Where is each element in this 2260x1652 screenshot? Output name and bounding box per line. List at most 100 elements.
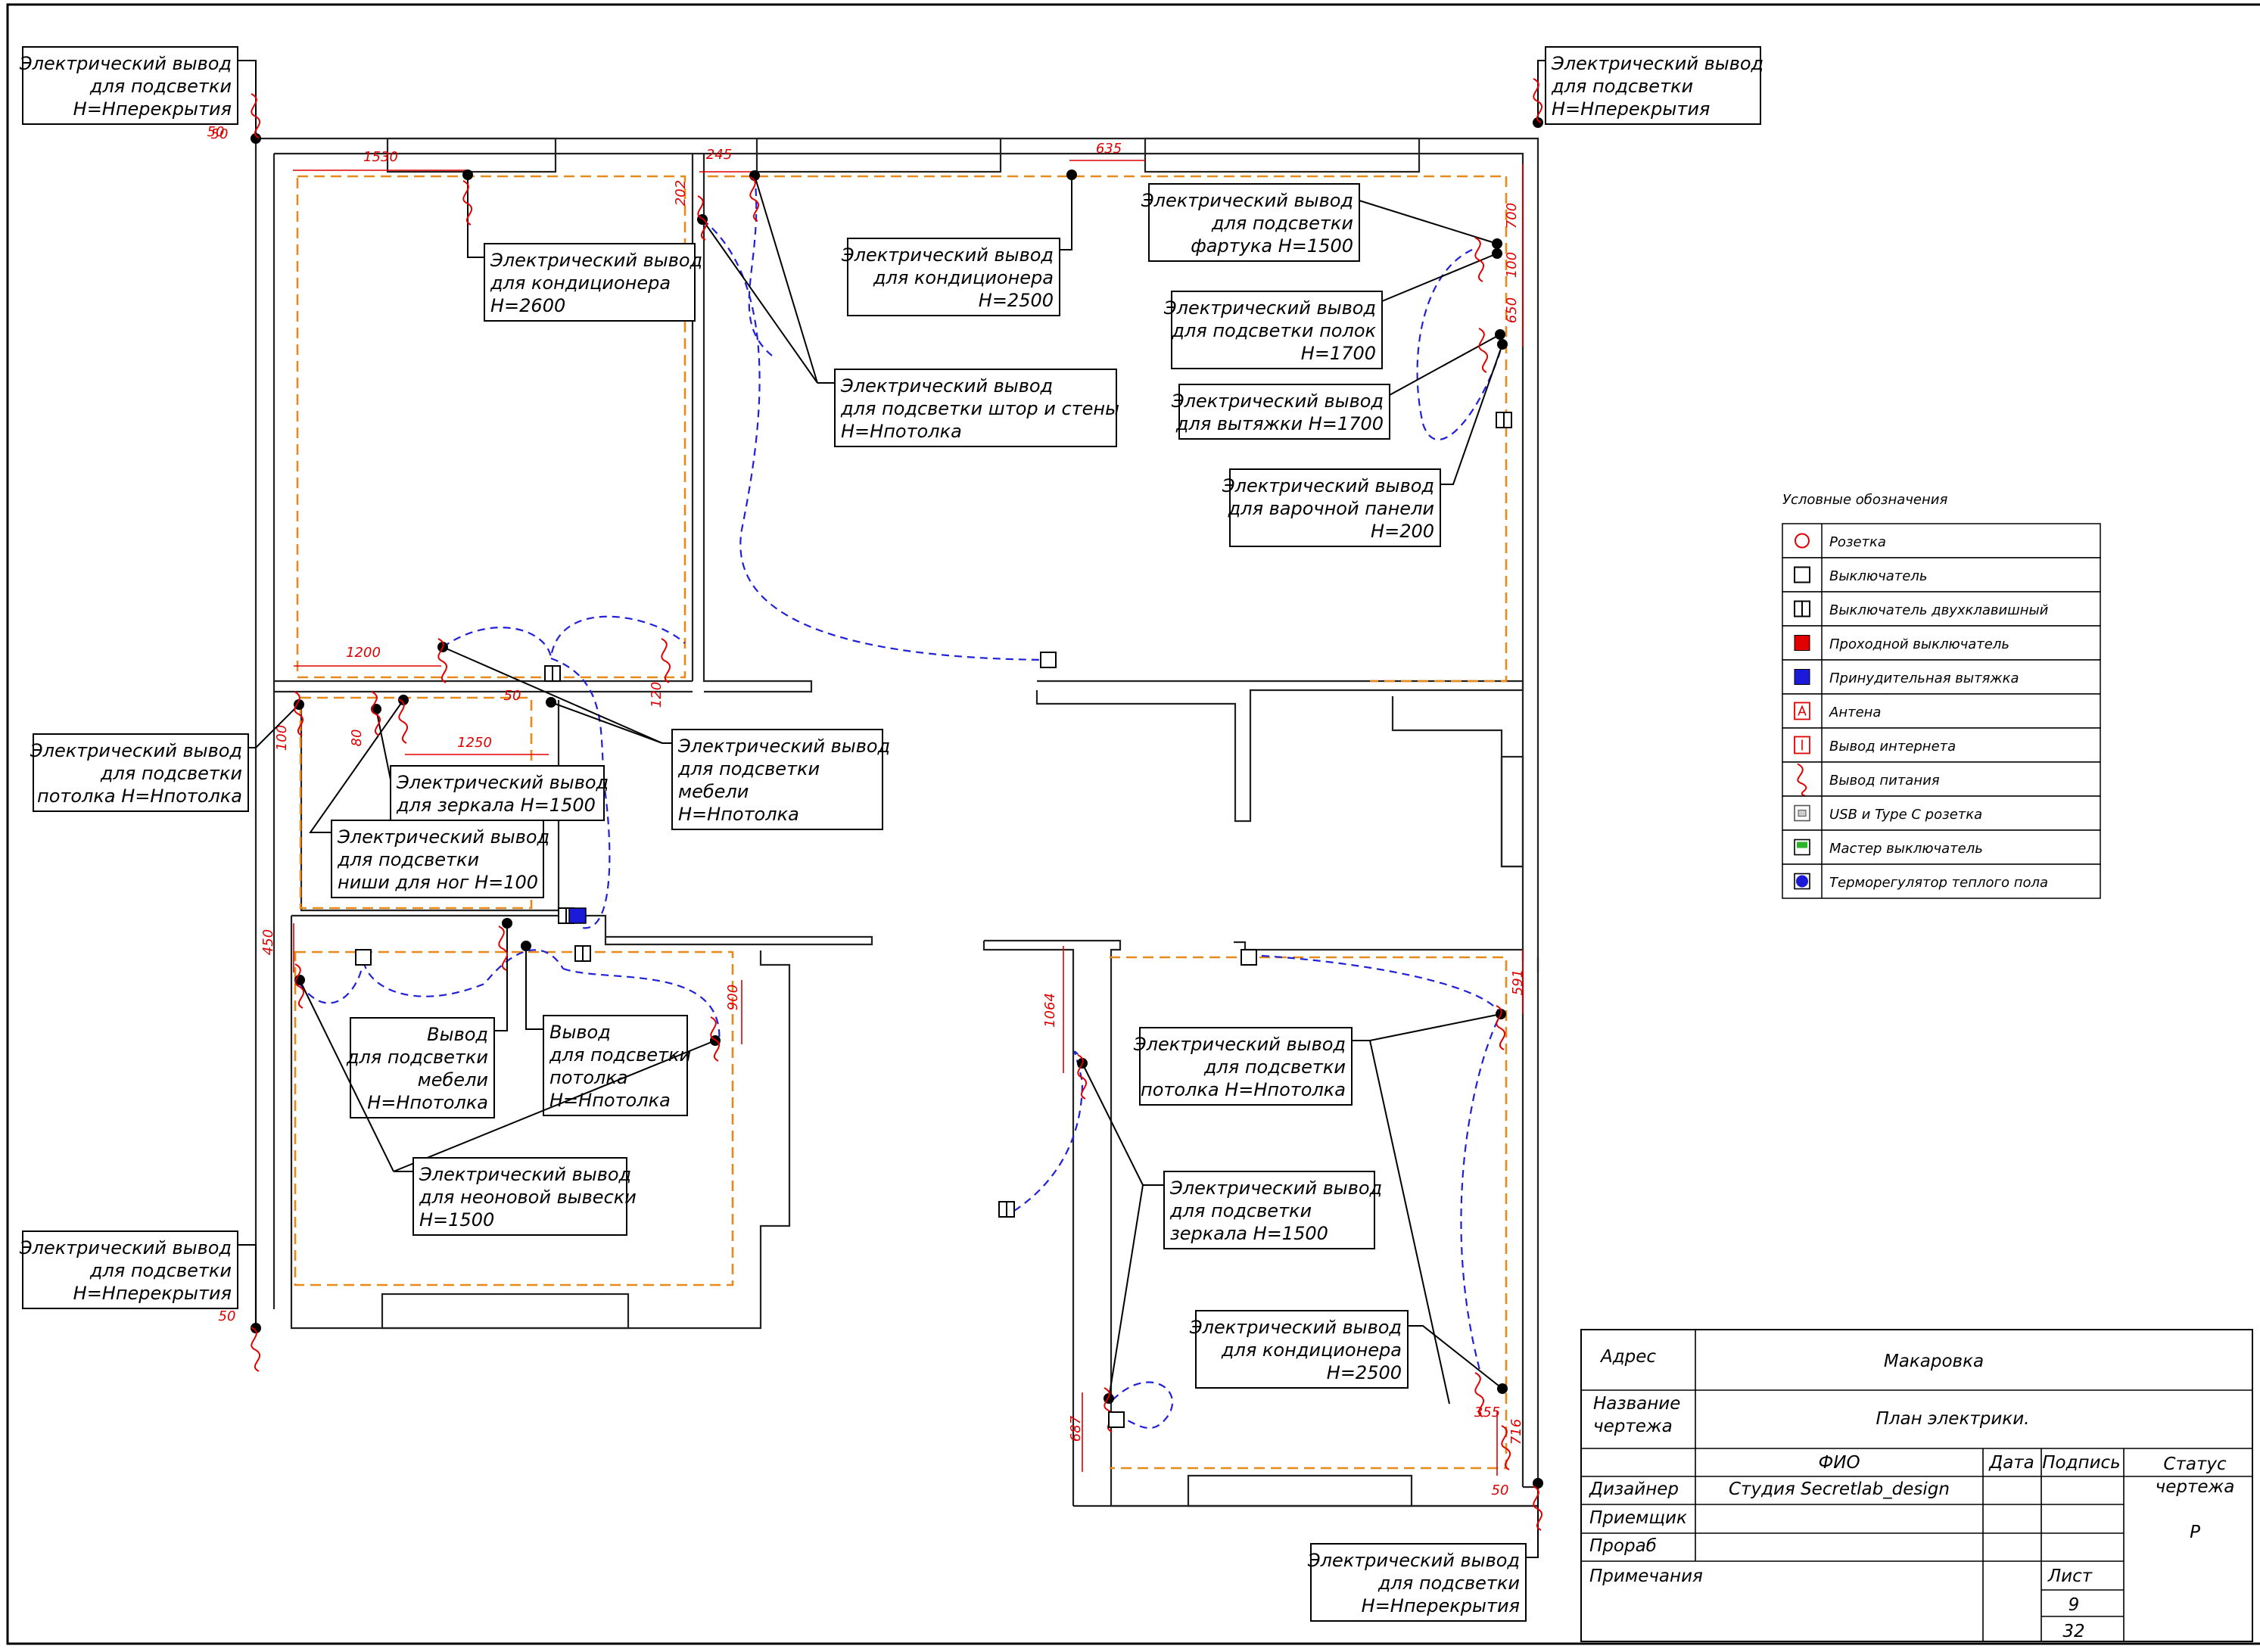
notes-label: Примечания: [1589, 1566, 1703, 1586]
legend-item: Проходной выключатель: [1782, 625, 2101, 661]
socket-icon: [1795, 533, 1810, 549]
legend-row-border: [1782, 659, 2101, 695]
callout-box: [1171, 291, 1383, 369]
callout-line: для неоновой вывески: [419, 1187, 637, 1208]
dimension-label: 1200: [346, 645, 381, 661]
leader-line: [442, 646, 663, 744]
walls: [254, 137, 1539, 1507]
callout-line: для подсветки: [549, 1044, 691, 1066]
wiring: [299, 175, 1504, 1430]
callout-line: для подсветки: [89, 76, 232, 97]
leader-line: [248, 704, 300, 748]
sheet-number: 9: [2069, 1595, 2080, 1615]
dimension-label: 50: [1492, 1482, 1509, 1498]
leader-line: [550, 702, 663, 744]
legend: Условные обозначенияРозеткаВыключательВы…: [1782, 492, 2101, 899]
leader-line: [525, 946, 543, 1030]
legend-row-border: [1782, 591, 2101, 627]
drawing-name-label-line1: Название: [1593, 1394, 1680, 1414]
power-output-icon: [749, 176, 760, 222]
usb-port-glyph: [1798, 810, 1807, 817]
exhaust-fan-icon: [568, 907, 587, 924]
power-symbol: [1797, 763, 1807, 797]
power-output-icon: [697, 195, 708, 241]
switches: [355, 412, 1512, 1428]
callout-line: фартука H=1500: [1191, 235, 1353, 257]
sheet-label: Лист: [2047, 1566, 2093, 1586]
callout-line: Электрический вывод: [677, 736, 890, 757]
callout-box: [484, 243, 696, 322]
callout-line: зеркала H=1500: [1170, 1223, 1328, 1244]
callout-line: для подсветки полок: [1171, 320, 1376, 341]
callout-line: Электрический вывод: [1133, 1034, 1346, 1055]
callout-line: для кондиционера: [1221, 1339, 1402, 1361]
callout-line: Электрический вывод: [1141, 190, 1353, 211]
power-icon: [1797, 763, 1807, 797]
outlet-point: [1533, 117, 1543, 128]
legend-item: Мастер выключатель: [1782, 829, 2101, 865]
legend-item: Вывод интернета: [1782, 727, 2101, 763]
callout-line: для подсветки: [337, 849, 479, 870]
callout-box: [22, 46, 238, 125]
designer-value: Студия Secretlab_design: [1729, 1479, 1950, 1499]
dimension-label: 1250: [457, 735, 492, 751]
dimension-label: 1530: [363, 149, 398, 165]
exhaust-symbol: [1794, 669, 1810, 685]
dimension-label: 50: [211, 126, 229, 142]
dimension-label: 50: [504, 688, 521, 704]
power-output-icon: [498, 926, 509, 971]
callout-line: Электрический вывод: [19, 1237, 232, 1258]
callout-line: для кондиционера: [873, 267, 1054, 288]
thermostat-dial: [1796, 875, 1808, 888]
legend-item: Выключатель: [1782, 557, 2101, 593]
socket-symbol: [1795, 533, 1810, 549]
leader-line: [1352, 1013, 1502, 1041]
foreman-label: Прораб: [1589, 1536, 1657, 1556]
power-output-icon: [294, 963, 305, 1009]
callout-line: для подсветки: [346, 1047, 488, 1068]
switch-icon: [1108, 1411, 1125, 1428]
internet-icon: [1794, 736, 1810, 754]
callout-box: [350, 1017, 495, 1118]
legend-label: Антена: [1829, 705, 1881, 720]
outlet-point: [251, 133, 261, 144]
callout-line: для подсветки: [89, 1260, 232, 1281]
legend-item: Вывод питания: [1782, 761, 2101, 797]
callout-box: [1310, 1543, 1527, 1622]
usb-icon: [1794, 804, 1810, 822]
leader-line: [1082, 1062, 1144, 1186]
leader-line: [238, 1244, 257, 1328]
callout-line: мебели: [678, 781, 749, 802]
drawing-frame: [6, 3, 2260, 1645]
callout-line: Электрический вывод: [841, 244, 1054, 266]
power-output-icon: [1533, 78, 1543, 123]
dimension-label: 650: [1504, 297, 1520, 323]
legend-label: Вывод интернета: [1829, 739, 1956, 754]
callout-box: [847, 238, 1060, 316]
callout-line: для подсветки: [1377, 1573, 1520, 1594]
master-switch-led: [1797, 842, 1807, 848]
designer-label: Дизайнер: [1589, 1479, 1679, 1499]
master-switch-icon: [1794, 838, 1810, 856]
dimension-label: 687: [1068, 1415, 1084, 1442]
power-output-icon: [294, 691, 304, 736]
status-label-line2: чертежа: [2156, 1477, 2235, 1497]
callout-line: Вывод: [427, 1024, 488, 1045]
callout-line: для подсветки: [1203, 1056, 1346, 1078]
callout-line: Электрический вывод: [1307, 1550, 1520, 1571]
outlet-point: [251, 1323, 261, 1333]
callout-line: Электрический вывод: [490, 250, 702, 271]
col-signature: Подпись: [2042, 1453, 2120, 1473]
legend-row-border: [1782, 693, 2101, 729]
outlet-point: [521, 941, 531, 951]
